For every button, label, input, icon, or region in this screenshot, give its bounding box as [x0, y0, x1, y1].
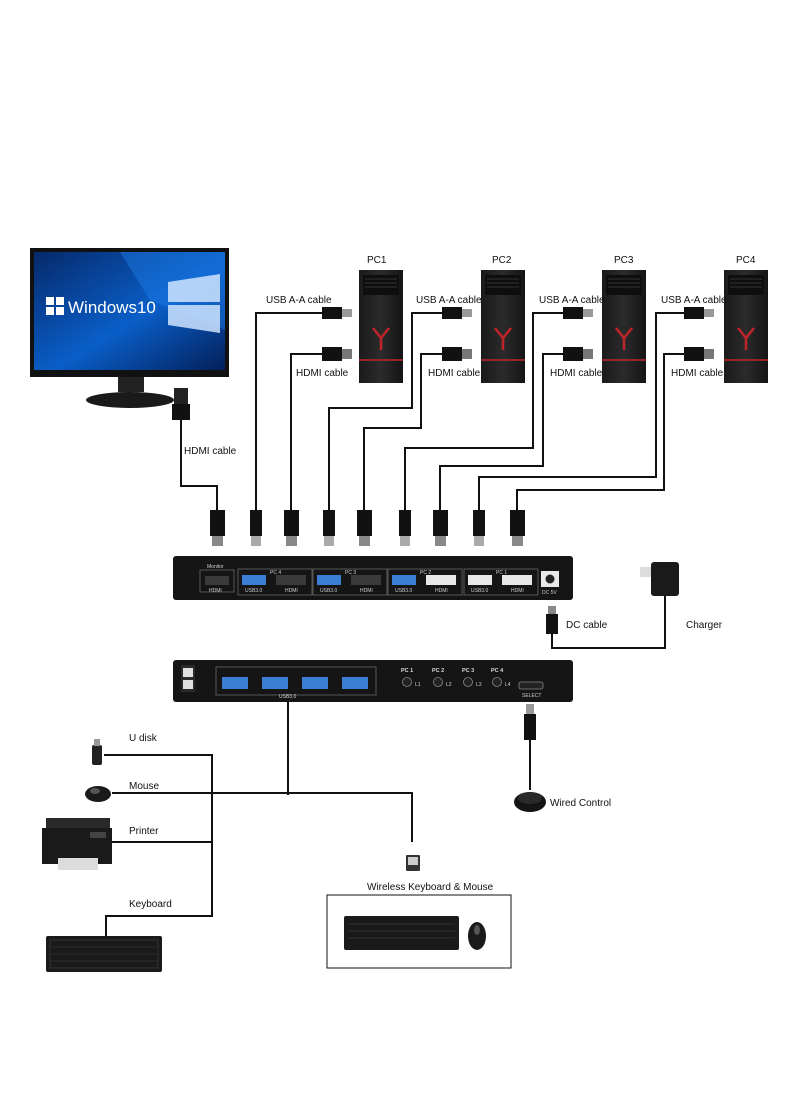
udisk-icon: [92, 739, 102, 765]
pc3-hdmi-cable-label: HDMI cable: [550, 368, 603, 379]
led-l4-label: L4: [505, 682, 511, 688]
pc4-usb-plug: [684, 307, 714, 319]
pc1-hdmi-cable-label: HDMI cable: [296, 368, 349, 379]
pc3-label: PC3: [614, 255, 634, 266]
back-pc1-hdmi-label: HDMI: [511, 588, 524, 594]
select-port[interactable]: [518, 681, 544, 690]
pc4-hdmi-plug: [684, 347, 714, 361]
led-l3-label: L3: [476, 682, 482, 688]
kvm-pc2-hdmi-plug: [357, 510, 372, 546]
cable-wires: [104, 312, 684, 936]
kvm-front-panel: [173, 660, 573, 702]
front-usb-label: USB3.0: [279, 694, 296, 700]
kvm-pc4-hdmi-plug: [510, 510, 525, 546]
kvm-back-panel: [173, 556, 573, 600]
pc2-hdmi-cable-label: HDMI cable: [428, 368, 481, 379]
led-l2-label: L2: [446, 682, 452, 688]
back-pc1-usb-label: USB3.0: [471, 588, 488, 594]
wired-control-puck[interactable]: [514, 792, 546, 812]
wired-control-plug: [524, 704, 536, 740]
pc3-usb-cable-label: USB A-A cable: [539, 295, 605, 306]
kvm-pc1-hdmi-plug: [284, 510, 299, 546]
pc4-usb-cable-label: USB A-A cable: [661, 295, 727, 306]
dc-plug: [546, 606, 558, 634]
kvm-pc3-usb-plug: [399, 510, 411, 546]
printer-label: Printer: [129, 826, 159, 837]
front-pc1-label: PC 1: [401, 668, 413, 674]
front-pc2-label: PC 2: [432, 668, 444, 674]
wireless-label: Wireless Keyboard & Mouse: [367, 882, 494, 893]
kvm-pc1-usb-plug: [250, 510, 262, 546]
windows-logo-icon: [46, 274, 220, 333]
kvm-monitor-hdmi-plug: [210, 510, 225, 546]
dc-cable-label: DC cable: [566, 620, 608, 631]
back-pc3-label: PC 3: [345, 570, 356, 576]
mouse-label: Mouse: [129, 781, 159, 792]
pc2-label: PC2: [492, 255, 512, 266]
pc3-select-button[interactable]: [463, 677, 473, 687]
pc1-hdmi-plug: [322, 347, 352, 361]
pc3-hdmi-plug: [563, 347, 593, 361]
pc1-label: PC1: [367, 255, 387, 266]
front-pc3-label: PC 3: [462, 668, 474, 674]
wireless-dongle-icon: [406, 855, 420, 871]
charger-adapter: [640, 562, 679, 596]
pc3-tower: [602, 270, 646, 383]
back-pc4-usb-label: USB3.0: [245, 588, 262, 594]
pc2-tower: [481, 270, 525, 383]
back-pc3-usb-label: USB3.0: [320, 588, 337, 594]
pc4-tower: [724, 270, 768, 383]
kvm-pc4-usb-plug: [473, 510, 485, 546]
monitor-hdmi-cable-label: HDMI cable: [184, 446, 237, 457]
back-pc2-usb-label: USB3.0: [395, 588, 412, 594]
kvm-pc2-usb-plug: [323, 510, 335, 546]
pc1-usb-cable-label: USB A-A cable: [266, 295, 332, 306]
back-pc4-label: PC 4: [270, 570, 281, 576]
back-pc3-hdmi-label: HDMI: [360, 588, 373, 594]
pc4-hdmi-cable-label: HDMI cable: [671, 368, 724, 379]
back-pc1-label: PC 1: [496, 570, 507, 576]
keyboard-icon: [46, 936, 162, 972]
pc3-usb-plug: [563, 307, 593, 319]
kvm-pc3-hdmi-plug: [433, 510, 448, 546]
led-l1-label: L1: [415, 682, 421, 688]
mouse-icon: [85, 786, 111, 802]
select-label: SELECT: [522, 693, 541, 699]
charger-label: Charger: [686, 620, 723, 631]
monitor-hdmi-plug: [172, 388, 190, 420]
keyboard-label: Keyboard: [129, 899, 172, 910]
pc2-select-button[interactable]: [433, 677, 443, 687]
back-pc2-label: PC 2: [420, 570, 431, 576]
windows-text: Windows10: [68, 298, 156, 317]
pc1-tower: [359, 270, 403, 383]
front-pc4-label: PC 4: [491, 668, 504, 674]
wired-control-label: Wired Control: [550, 798, 611, 809]
wireless-mouse-icon: [468, 922, 486, 950]
back-dc-label: DC 5V: [542, 590, 557, 596]
pc1-select-button[interactable]: [402, 677, 412, 687]
pc1-usb-plug: [322, 307, 352, 319]
monitor: Windows10: [30, 248, 229, 408]
wireless-keyboard-icon: [344, 916, 459, 950]
udisk-label: U disk: [129, 733, 158, 744]
back-pc2-hdmi-label: HDMI: [435, 588, 448, 594]
back-monitor-hdmi-label: HDMI: [209, 588, 222, 594]
printer-icon: [42, 818, 112, 870]
pc2-usb-cable-label: USB A-A cable: [416, 295, 482, 306]
pc2-hdmi-plug: [442, 347, 472, 361]
back-monitor-label: Monitor: [207, 564, 224, 570]
back-pc4-hdmi-label: HDMI: [285, 588, 298, 594]
pc2-usb-plug: [442, 307, 472, 319]
pc4-select-button[interactable]: [492, 677, 502, 687]
pc4-label: PC4: [736, 255, 756, 266]
